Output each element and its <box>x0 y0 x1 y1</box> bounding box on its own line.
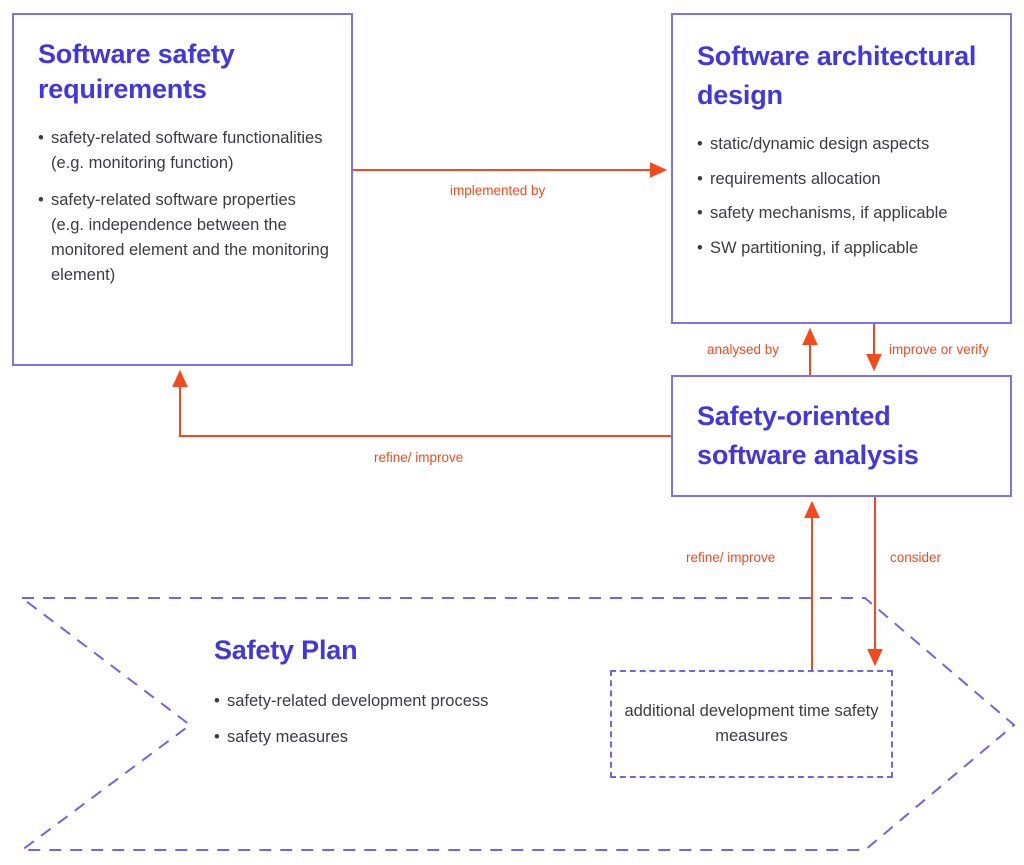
edge-label-refine-improve-analysis: refine/ improve <box>686 550 776 565</box>
node-software-safety-requirements: Software safety requirements safety-rela… <box>12 13 353 366</box>
edge-label-consider: consider <box>890 550 942 565</box>
node-safety-plan: Safety Plan safety-related development p… <box>214 634 594 760</box>
edge-label-implemented-by: implemented by <box>450 183 546 198</box>
node-text-additional-measures: additional development time safety measu… <box>624 702 879 745</box>
node-title-requirements: Software safety requirements <box>38 39 235 104</box>
list-item: safety mechanisms, if applicable <box>697 201 996 226</box>
list-item: safety-related software functionalities … <box>38 126 331 176</box>
list-item: SW partitioning, if applicable <box>697 236 996 261</box>
node-title-safety-plan: Safety Plan <box>214 635 358 665</box>
node-title-analysis: Safety-oriented software analysis <box>697 400 919 470</box>
edge-label-refine-improve-requirements: refine/ improve <box>374 450 464 465</box>
bullet-list-safety-plan: safety-related development process safet… <box>214 689 594 750</box>
node-safety-oriented-software-analysis: Safety-oriented software analysis <box>671 375 1012 497</box>
bullet-list-requirements: safety-related software functionalities … <box>38 126 331 288</box>
node-additional-development-time-safety-measures: additional development time safety measu… <box>610 670 893 778</box>
edge-label-analysed-by: analysed by <box>707 342 780 357</box>
node-software-architectural-design: Software architectural design static/dyn… <box>671 13 1012 324</box>
list-item: safety-related software properties (e.g.… <box>38 188 331 289</box>
list-item: static/dynamic design aspects <box>697 132 996 157</box>
node-title-architecture: Software architectural design <box>697 41 977 110</box>
list-item: requirements allocation <box>697 167 996 192</box>
arrow-refine-improve-requirements <box>172 369 671 437</box>
list-item: safety-related development process <box>214 689 594 715</box>
edge-label-improve-or-verify: improve or verify <box>889 342 989 357</box>
bullet-list-architecture: static/dynamic design aspects requiremen… <box>697 132 996 261</box>
list-item: safety measures <box>214 725 594 751</box>
